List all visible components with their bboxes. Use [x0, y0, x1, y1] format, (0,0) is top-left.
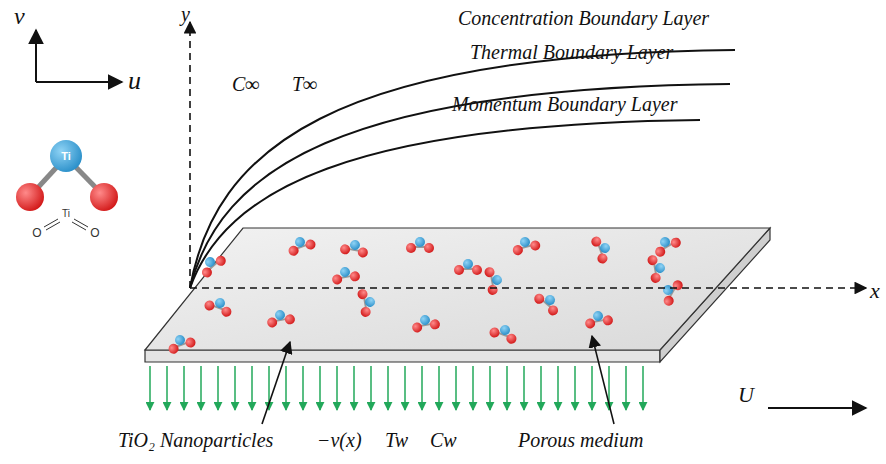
part-name: TiO₂ Nanoparticles: [118, 430, 273, 450]
nanoparticle: [583, 309, 613, 330]
suction-arrow: [285, 366, 287, 410]
suction-arrow: [591, 366, 593, 410]
boundary-layer-curves: [190, 50, 735, 288]
velocity-symbol: U: [738, 384, 754, 406]
suction-arrow: [302, 366, 304, 410]
plate-molecules: [165, 231, 684, 355]
suction-arrow: [404, 366, 406, 410]
suction-arrow: [455, 366, 457, 410]
suction-arrow: [251, 366, 253, 410]
nanoparticle: [330, 265, 360, 286]
atom-symbol: O: [32, 227, 41, 239]
axis-name: v: [14, 4, 25, 28]
nanoparticle: [339, 238, 369, 259]
coordinate-axes: [189, 22, 191, 288]
nanoparticle: [410, 313, 440, 334]
boundary-symbol: −v(x): [317, 430, 362, 450]
suction-arrow: [217, 366, 219, 410]
suction-arrow: [523, 366, 525, 410]
boundary-symbol: Tw: [385, 430, 408, 450]
free-stream-arrow: [768, 407, 866, 409]
nanoparticle: [657, 275, 685, 307]
suction-arrow: [336, 366, 338, 410]
nanoparticle: [510, 234, 541, 257]
suction-arrow: [421, 366, 423, 410]
structural-formula: [44, 219, 88, 230]
velocity-axes: [36, 30, 122, 82]
nanoparticle: [590, 233, 615, 265]
axis-name: u: [128, 68, 141, 94]
suction-arrow: [438, 366, 440, 410]
suction-arrow: [506, 366, 508, 410]
suction-arrow: [625, 366, 627, 410]
suction-arrow: [200, 366, 202, 410]
suction-arrows: [150, 366, 643, 410]
x-axis: [190, 287, 866, 289]
suction-arrow: [183, 366, 185, 410]
atom-symbol: Ti: [62, 209, 70, 219]
suction-arrow: [370, 366, 372, 410]
nanoparticle: [203, 294, 235, 319]
layer-name: Concentration Boundary Layer: [458, 8, 709, 28]
nanoparticle: [647, 253, 668, 283]
suction-arrow: [166, 366, 168, 410]
layer-name: Thermal Boundary Layer: [470, 42, 673, 62]
tio2-molecule: [16, 140, 118, 211]
nanoparticle: [650, 231, 682, 259]
suction-arrow: [557, 366, 559, 410]
atom-symbol: O: [90, 227, 99, 239]
ambient-symbol: C∞: [232, 74, 260, 94]
part-name: Porous medium: [518, 430, 643, 450]
nanoparticle: [357, 287, 378, 317]
suction-arrow: [353, 366, 355, 410]
nanoparticle: [454, 259, 482, 275]
nanoparticle: [488, 321, 520, 346]
suction-arrow: [387, 366, 389, 410]
suction-arrow: [234, 366, 236, 410]
suction-arrow: [489, 366, 491, 410]
nanoparticle: [484, 265, 505, 295]
nanoparticle: [532, 287, 564, 317]
nanoparticle: [165, 331, 197, 356]
axis-name: y: [181, 4, 190, 24]
nanoparticle: [406, 237, 434, 253]
suction-arrow: [149, 366, 151, 410]
leader-arrows: [262, 336, 614, 424]
suction-arrow: [574, 366, 576, 410]
suction-arrow: [642, 366, 644, 410]
nanoparticle: [265, 308, 295, 329]
axis-name: x: [870, 280, 880, 302]
atom-symbol: Ti: [61, 151, 71, 162]
nanoparticle: [285, 233, 317, 258]
layer-name: Momentum Boundary Layer: [452, 94, 678, 114]
suction-arrow: [540, 366, 542, 410]
ambient-symbol: T∞: [292, 74, 317, 94]
suction-arrow: [319, 366, 321, 410]
boundary-symbol: Cw: [430, 430, 457, 450]
porous-plate: [145, 228, 770, 362]
suction-arrow: [472, 366, 474, 410]
